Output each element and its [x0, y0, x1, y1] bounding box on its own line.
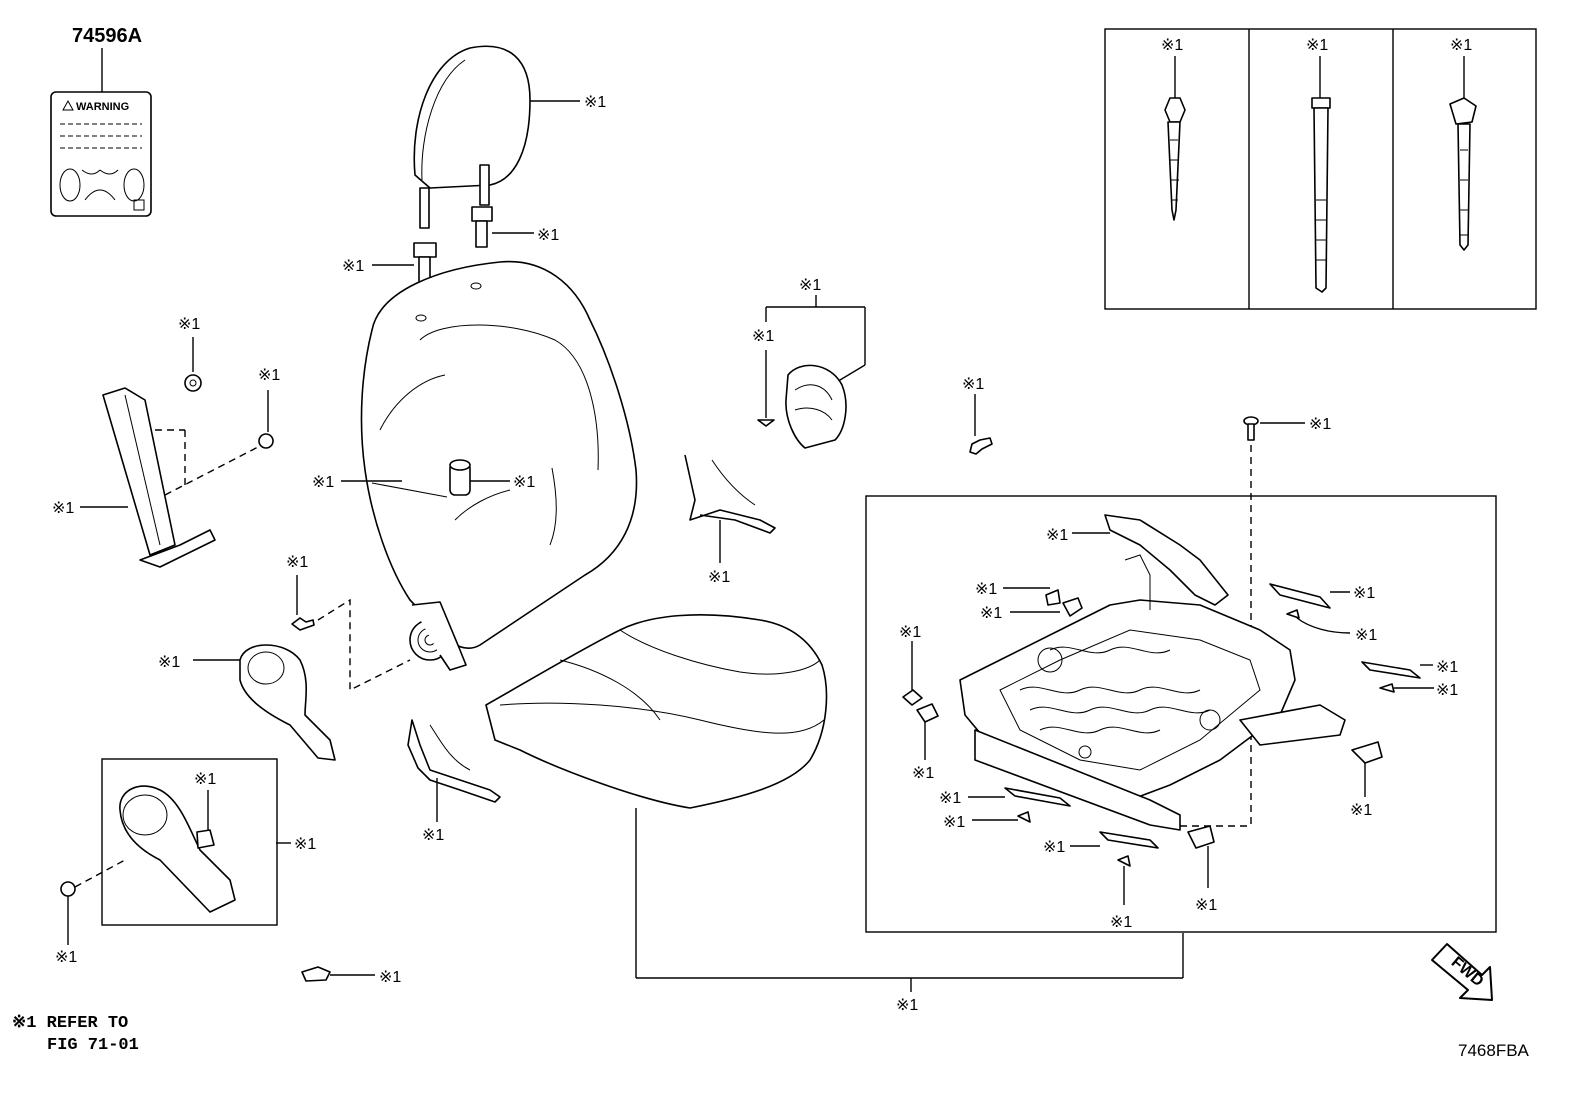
ref-slide-plate-lower-left: ※1 [939, 790, 961, 807]
note-line-2: FIG 71-01 [47, 1036, 139, 1055]
cable-tie-2[interactable]: ※1 [1306, 37, 1331, 293]
ref-harness-upper: ※1 [708, 569, 730, 586]
seat-back-cushion[interactable] [360, 260, 638, 649]
seat-cushion[interactable]: ※1 [485, 614, 1184, 1014]
ref-slide-clip-lower-left: ※1 [943, 814, 965, 831]
frame-part-1[interactable]: ※1 [1046, 514, 1229, 606]
ref-frame-clip-3: ※1 [899, 624, 921, 641]
note-line-1: ※1 REFER TO [12, 1014, 128, 1033]
ref-slide-plate-lower: ※1 [1043, 839, 1065, 856]
ref-cable-tie-1: ※1 [1161, 37, 1183, 54]
ref-belt-bracket-group: ※1 [799, 277, 821, 294]
slide-clip-lower[interactable]: ※1 [1110, 855, 1132, 931]
bolt-frame[interactable]: ※1 [1180, 416, 1331, 827]
slide-plate-lower-left[interactable]: ※1 [939, 787, 1071, 807]
ref-headrest-sleeve: ※1 [513, 474, 535, 491]
headrest[interactable]: ※1 [413, 45, 606, 229]
ref-bolt-center: ※1 [962, 376, 984, 393]
slide-clip-right[interactable]: ※1 [1379, 682, 1458, 699]
ref-headrest-guide-right: ※1 [537, 227, 559, 244]
ref-frame-clip-4: ※1 [912, 765, 934, 782]
ref-slide-plate-upper: ※1 [1353, 585, 1375, 602]
recliner-lever-cover[interactable]: ※1 [158, 644, 336, 761]
ref-recliner-lever-cover: ※1 [158, 654, 180, 671]
belt-bracket[interactable]: ※1 ※1 [752, 277, 866, 449]
screw-inset[interactable]: ※1 [55, 881, 77, 966]
frame-clip-3[interactable]: ※1 [899, 624, 923, 706]
screw-side-cover[interactable]: ※1 [258, 367, 280, 449]
inset-seat-frame[interactable] [865, 495, 1497, 933]
ref-slide-stopper-right: ※1 [1350, 802, 1372, 819]
slide-clip-lower-left[interactable]: ※1 [943, 811, 1031, 831]
ref-frame-clip-1: ※1 [975, 581, 997, 598]
recliner-mechanism[interactable] [409, 601, 467, 671]
fwd-arrow-icon: FWD [1431, 943, 1493, 1001]
ref-screw-inset: ※1 [55, 949, 77, 966]
warning-label-title: WARNING [76, 101, 129, 113]
slide-plate-upper[interactable]: ※1 [1269, 583, 1375, 609]
ref-slide-clip-right: ※1 [1436, 682, 1458, 699]
headrest-sleeve[interactable]: ※1 [449, 459, 535, 496]
ref-headrest-guide-left: ※1 [342, 258, 364, 275]
warning-label-part[interactable]: 74596A WARNING [50, 25, 152, 217]
ref-harness-lower: ※1 [422, 827, 444, 844]
harness-lower[interactable]: ※1 [407, 719, 501, 844]
frame-clip-1[interactable]: ※1 [975, 581, 1061, 606]
warning-triangle-icon [62, 99, 74, 111]
ref-seat-cushion: ※1 [896, 997, 918, 1014]
slide-clip-upper[interactable]: ※1 [1286, 609, 1377, 644]
ref-cable-tie-2: ※1 [1306, 37, 1328, 54]
cable-tie-1[interactable]: ※1 [1161, 37, 1186, 221]
ref-rear-side-cover: ※1 [52, 500, 74, 517]
ref-slide-clip-upper: ※1 [1355, 627, 1377, 644]
frame-clip-2[interactable]: ※1 [980, 597, 1083, 622]
ref-inset-knob-clip: ※1 [194, 771, 216, 788]
ref-cable-tie-3: ※1 [1450, 37, 1472, 54]
ref-inset-side-cover: ※1 [294, 836, 316, 853]
ref-frame-part-1: ※1 [1046, 527, 1068, 544]
slide-stopper-lower[interactable]: ※1 [1187, 825, 1217, 914]
slide-plate-lower[interactable]: ※1 [1043, 831, 1159, 856]
ref-bolt-frame: ※1 [1309, 416, 1331, 433]
inset-cable-ties[interactable] [1104, 28, 1537, 310]
ref-slide-plate-right: ※1 [1436, 659, 1458, 676]
ref-slide-stopper-lower: ※1 [1195, 897, 1217, 914]
seat-frame[interactable] [959, 554, 1346, 831]
harness-upper[interactable]: ※1 [684, 454, 776, 586]
clip-nut[interactable]: ※1 [178, 316, 202, 392]
headrest-guide-left[interactable]: ※1 [342, 242, 437, 284]
ref-screw-side-cover: ※1 [258, 367, 280, 384]
bolt-center[interactable]: ※1 [962, 376, 993, 455]
ref-frame-clip-2: ※1 [980, 605, 1002, 622]
warning-label-part-number: 74596A [72, 25, 142, 47]
ref-headrest: ※1 [584, 94, 606, 111]
slide-plate-right[interactable]: ※1 [1361, 659, 1458, 679]
slide-stopper-right[interactable]: ※1 [1350, 741, 1383, 819]
seat-back-cover-label: ※1 [312, 474, 402, 491]
headrest-guide-right[interactable]: ※1 [471, 206, 559, 248]
rear-side-cover[interactable]: ※1 [52, 387, 261, 568]
ref-clip-nut: ※1 [178, 316, 200, 333]
figure-code: 7468FBA [1458, 1041, 1530, 1060]
ref-screw-recliner: ※1 [286, 554, 308, 571]
ref-slide-clip-lower: ※1 [1110, 914, 1132, 931]
screw-recliner[interactable]: ※1 [286, 554, 411, 692]
inset-side-cover[interactable]: ※1 ※1 [74, 758, 316, 926]
frame-clip-4[interactable]: ※1 [912, 703, 939, 782]
ref-harness-clip: ※1 [379, 969, 401, 986]
ref-seat-back-cover: ※1 [312, 474, 334, 491]
harness-clip[interactable]: ※1 [301, 966, 401, 986]
ref-belt-bracket-clip: ※1 [752, 328, 774, 345]
cable-tie-3[interactable]: ※1 [1449, 37, 1477, 251]
